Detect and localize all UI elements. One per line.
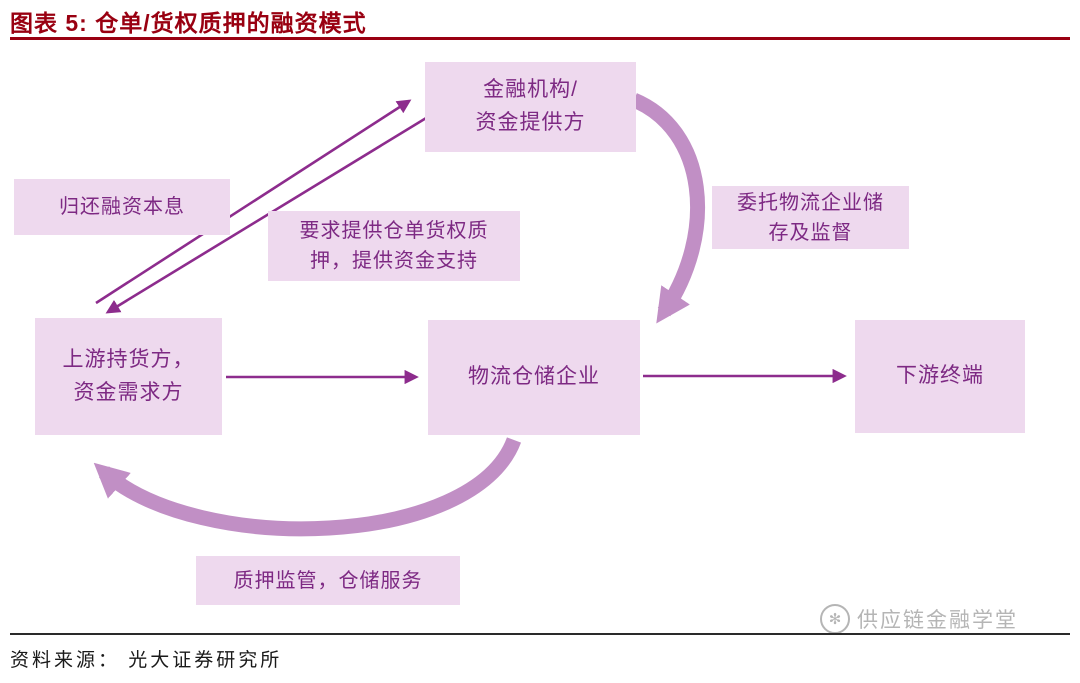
edge-label-repay: 归还融资本息 xyxy=(14,179,230,235)
edge-label-entrust-line2: 存及监督 xyxy=(768,221,853,244)
entrust-curve-arrow xyxy=(630,93,706,324)
node-finance-institution: 金融机构/ 资金提供方 xyxy=(425,62,636,152)
edge-label-pledge-line2: 押，提供资金支持 xyxy=(310,250,478,272)
node-downstream-label: 下游终端 xyxy=(896,364,984,388)
node-logistics-label: 物流仓储企业 xyxy=(468,365,600,389)
edge-label-pledge-line1: 要求提供仓单货权质 xyxy=(299,220,489,242)
node-logistics-warehouse: 物流仓储企业 xyxy=(428,320,640,435)
node-downstream-terminal: 下游终端 xyxy=(855,320,1025,433)
edge-label-entrust-line1: 委托物流企业储 xyxy=(737,191,884,214)
node-upstream-line1: 上游持货方， xyxy=(62,347,195,371)
title-rule xyxy=(10,37,1070,40)
edge-label-supervise-text: 质押监管，仓储服务 xyxy=(233,569,423,592)
node-upstream-holder: 上游持货方， 资金需求方 xyxy=(35,318,222,435)
source-note: 资料来源： 光大证券研究所 xyxy=(10,650,283,671)
edge-label-supervise: 质押监管，仓储服务 xyxy=(196,556,460,605)
edge-label-entrust: 委托物流企业储 存及监督 xyxy=(712,186,909,249)
watermark-seal-icon: ✻ xyxy=(820,604,850,634)
figure-title: 图表 5: 仓单/货权质押的融资模式 xyxy=(10,10,367,36)
supervise-curve-arrow xyxy=(93,437,522,537)
node-upstream-line2: 资金需求方 xyxy=(73,380,184,404)
watermark-text: 供应链金融学堂 xyxy=(857,609,1018,632)
node-finance-line1: 金融机构/ xyxy=(483,78,578,102)
footer-rule xyxy=(10,633,1070,635)
watermark: ✻ 供应链金融学堂 xyxy=(820,604,1018,634)
edge-label-pledge: 要求提供仓单货权质 押，提供资金支持 xyxy=(268,211,520,281)
node-finance-line2: 资金提供方 xyxy=(475,111,586,134)
edge-label-repay-text: 归还融资本息 xyxy=(59,196,185,218)
